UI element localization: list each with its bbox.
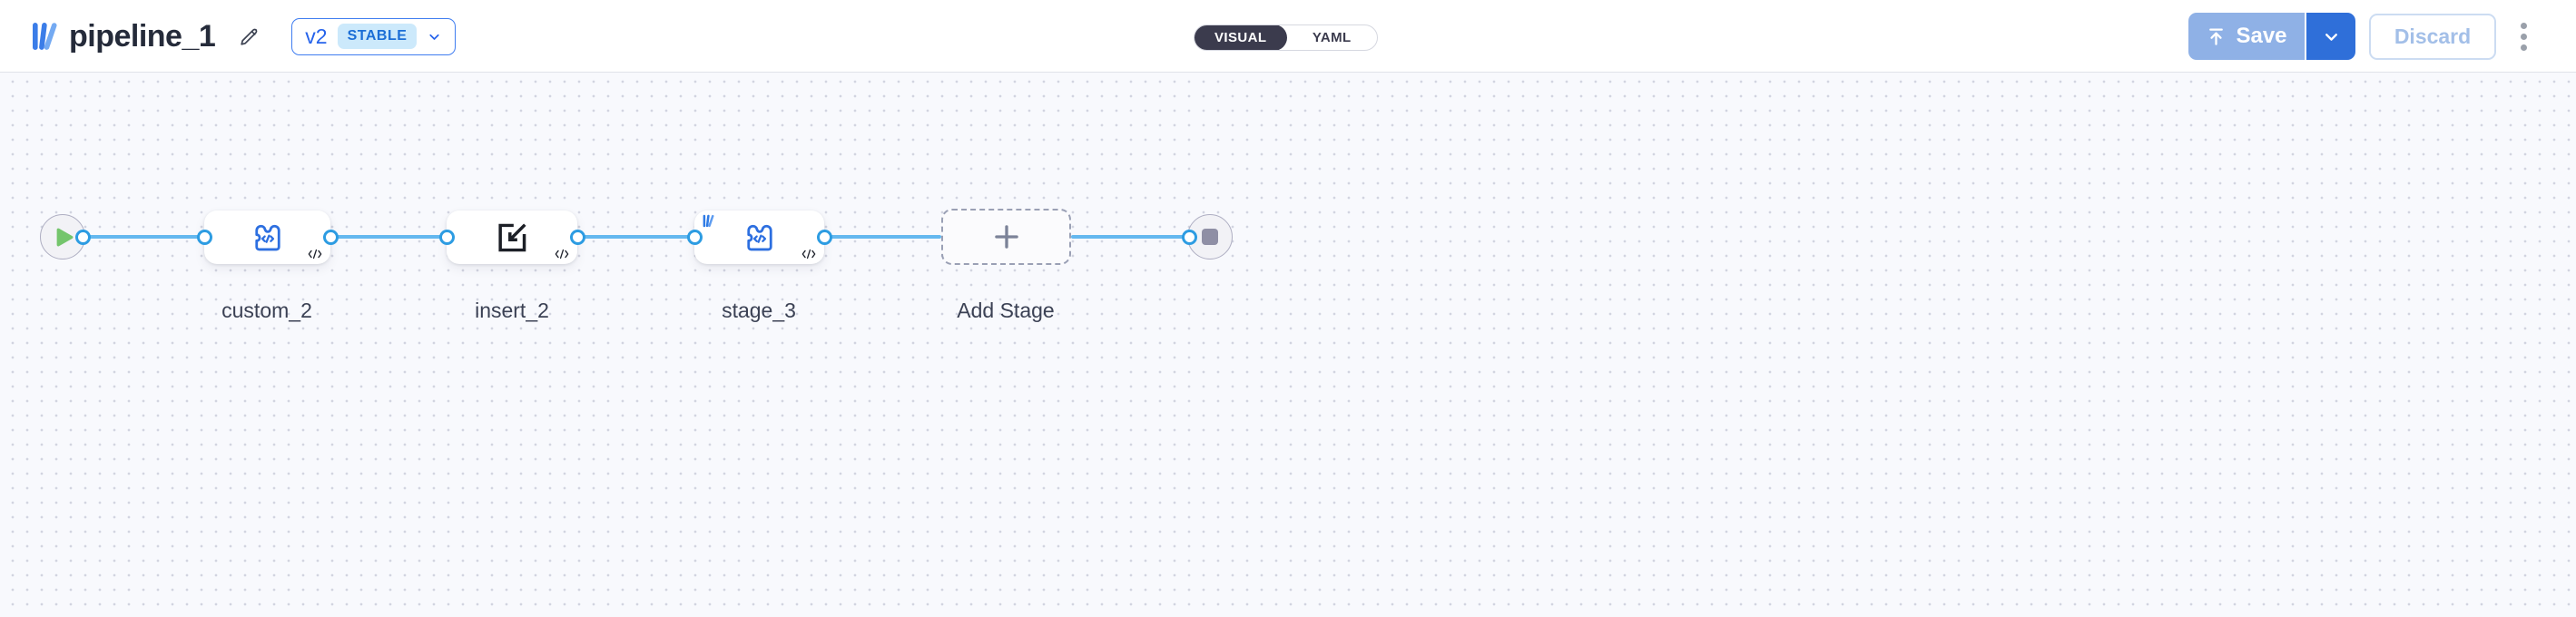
handle-insert-out[interactable]: [569, 229, 585, 245]
stage-node-custom-2[interactable]: [204, 211, 330, 264]
pipeline-canvas[interactable]: custom_2 insert_2 stage_3 Add Stage: [0, 73, 2576, 617]
save-options-caret[interactable]: [2306, 13, 2355, 60]
handle-end-in[interactable]: [1181, 229, 1197, 245]
header-right-group: Save Discard: [2188, 0, 2537, 73]
puzzle-code-icon: [746, 224, 772, 250]
app-logo-icon: [33, 23, 57, 50]
version-dropdown[interactable]: v2 STABLE: [291, 17, 457, 55]
handle-insert-in[interactable]: [438, 229, 455, 245]
save-split-button: Save: [2188, 13, 2355, 60]
version-label: v2: [305, 24, 328, 48]
handle-start-out[interactable]: [74, 229, 91, 245]
edge-custom-insert: [330, 235, 447, 239]
tab-yaml[interactable]: YAML: [1312, 30, 1352, 45]
chevron-down-icon: [429, 34, 439, 40]
edit-title-button[interactable]: [235, 23, 262, 50]
stage-node-insert-2[interactable]: [447, 211, 577, 264]
handle-custom-out[interactable]: [322, 229, 339, 245]
kebab-dot: [2520, 22, 2527, 29]
handle-stage-out[interactable]: [816, 229, 832, 245]
handle-stage-in[interactable]: [686, 229, 703, 245]
save-button[interactable]: Save: [2188, 13, 2306, 60]
upload-icon: [2209, 27, 2224, 45]
handle-custom-in[interactable]: [196, 229, 212, 245]
pencil-icon: [241, 28, 258, 45]
version-status-badge: STABLE: [337, 24, 418, 49]
chevron-down-icon: [2325, 33, 2337, 41]
code-icon: [308, 249, 322, 260]
header-left-group: pipeline_1 v2 STABLE: [30, 0, 457, 73]
edge-start-custom: [83, 235, 204, 239]
import-square-icon: [498, 222, 526, 251]
edge-add-end: [1071, 235, 1189, 239]
stage-node-stage-3[interactable]: [694, 211, 824, 264]
stage-label-custom: custom_2: [221, 299, 312, 322]
code-icon: [801, 249, 816, 260]
stage-label-insert: insert_2: [475, 299, 549, 322]
library-badge-icon: [703, 214, 714, 228]
play-icon: [56, 228, 73, 246]
code-icon: [555, 249, 569, 260]
stop-icon: [1202, 229, 1218, 245]
tab-visual[interactable]: VISUAL: [1195, 25, 1288, 50]
save-button-label: Save: [2236, 24, 2287, 48]
end-node[interactable]: [1187, 214, 1233, 260]
kebab-dot: [2520, 33, 2527, 40]
add-stage-button[interactable]: [941, 209, 1071, 265]
header-bar: pipeline_1 v2 STABLE VISUAL YAML Save: [0, 0, 2576, 73]
edge-insert-stage: [577, 235, 694, 239]
plus-icon: [994, 225, 1018, 249]
edge-stage-add: [824, 235, 941, 239]
puzzle-code-icon: [254, 224, 280, 250]
view-mode-toggle: VISUAL YAML: [1194, 24, 1378, 51]
discard-button[interactable]: Discard: [2369, 13, 2496, 60]
pipeline-title: pipeline_1: [69, 18, 216, 54]
stage-label-add: Add Stage: [957, 299, 1055, 322]
overflow-menu-button[interactable]: [2510, 13, 2537, 60]
stage-label-stage: stage_3: [722, 299, 796, 322]
kebab-dot: [2520, 44, 2527, 51]
